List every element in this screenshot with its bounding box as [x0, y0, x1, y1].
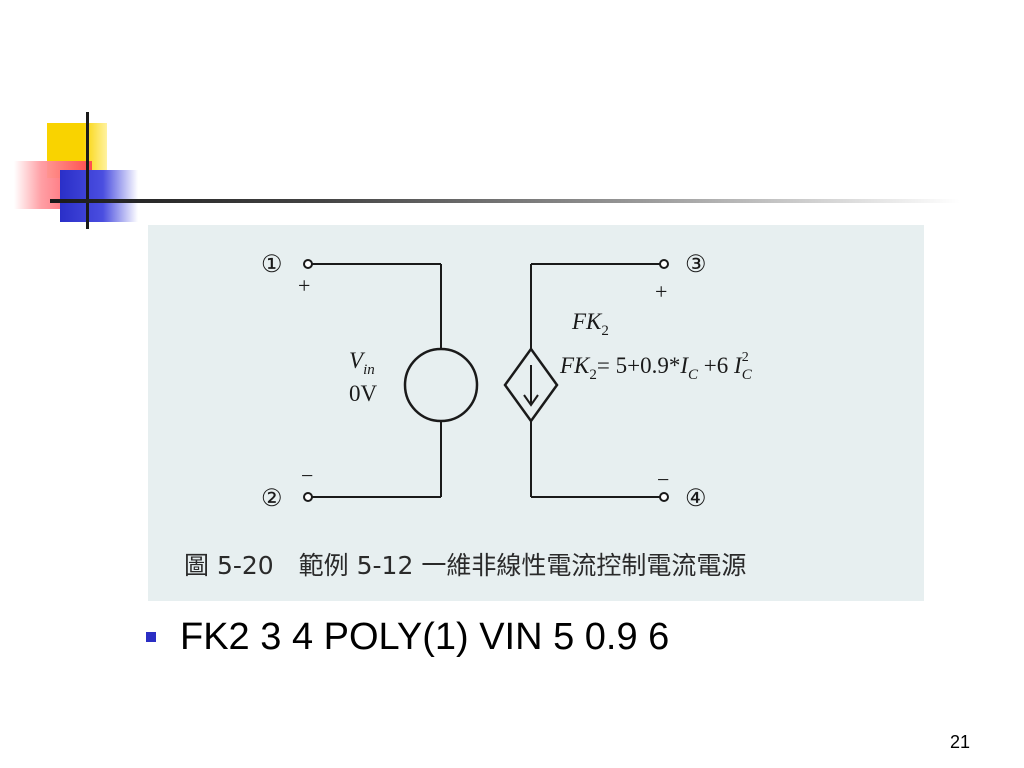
current-arrow-head [523, 394, 539, 407]
terminal-1 [303, 259, 313, 269]
circuit-figure: ① ② ③ ④ + − + − Vin 0V FK2 FK2= 5+0.9*IC… [148, 225, 924, 601]
bullet-square-icon [146, 632, 156, 642]
fk2-equation: FK2= 5+0.9*IC +6 IC2 [559, 350, 753, 383]
node-4-label: ④ [685, 486, 707, 512]
polarity-plus-right: + [655, 279, 667, 304]
logo-square-blue [60, 170, 138, 222]
decor-vertical-line [86, 112, 89, 229]
title-underline [50, 199, 960, 203]
vin-value: 0V [349, 381, 378, 406]
vin-label: Vin [349, 348, 375, 378]
terminal-4 [659, 492, 669, 502]
terminal-3 [659, 259, 669, 269]
figure-caption: 圖 5-20 範例 5-12 一維非線性電流控制電流電源 [184, 551, 746, 580]
node-3-label: ③ [685, 252, 707, 278]
circuit-diagram: ① ② ③ ④ + − + − Vin 0V FK2 FK2= 5+0.9*IC… [148, 225, 924, 601]
node-2-label: ② [261, 486, 283, 512]
page-number: 21 [949, 732, 970, 752]
dependent-current-source-symbol [503, 346, 559, 424]
bullet-text: FK2 3 4 POLY(1) VIN 5 0.9 6 [180, 615, 670, 658]
voltage-source-symbol [403, 347, 479, 423]
polarity-plus-left: + [298, 273, 310, 298]
polarity-minus-right: − [657, 467, 669, 492]
terminal-2 [303, 492, 313, 502]
polarity-minus-left: − [301, 463, 313, 488]
fk2-label: FK2 [571, 309, 609, 339]
node-1-label: ① [261, 252, 283, 278]
bullet-item: FK2 3 4 POLY(1) VIN 5 0.9 6 [146, 612, 669, 662]
